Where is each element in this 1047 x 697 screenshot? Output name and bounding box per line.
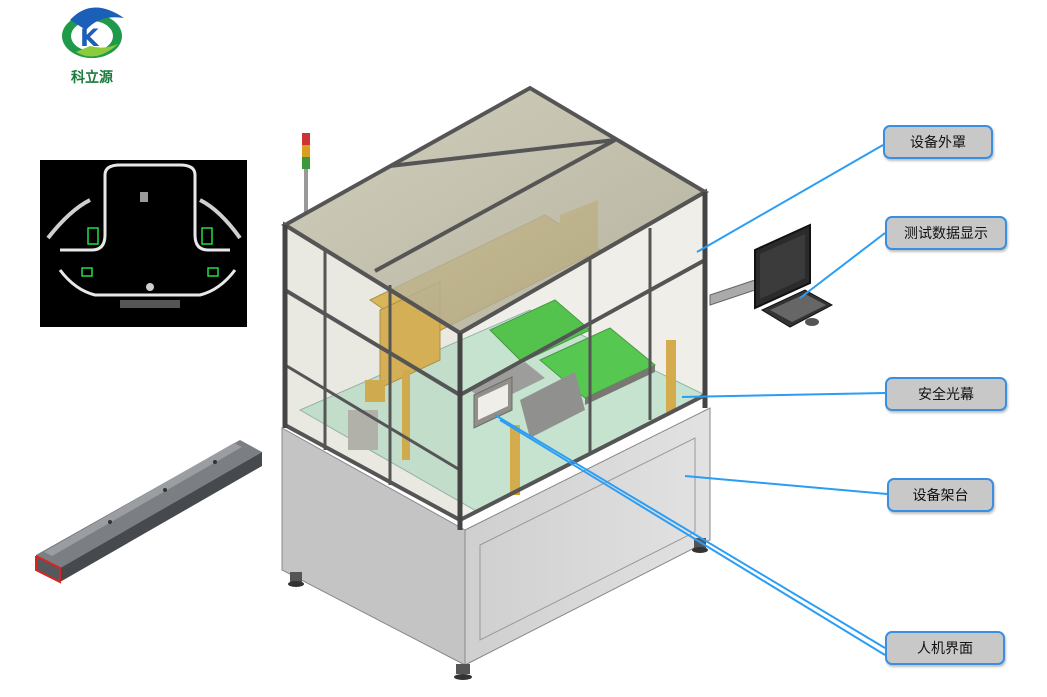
signal-tower-icon [302, 133, 310, 215]
monitor-icon [709, 223, 811, 310]
callout-safety-light-curtain: 安全光幕 [885, 377, 1007, 411]
hmi-panel [473, 376, 513, 429]
callout-equipment-frame: 设备架台 [887, 478, 994, 512]
leader-lines [494, 144, 888, 656]
inspection-image [40, 160, 247, 327]
equipment-frame-base [281, 407, 711, 680]
rail-profile [35, 440, 262, 584]
keyboard-icon [760, 289, 834, 328]
brand-name: 科立源 [71, 70, 113, 86]
callout-hmi: 人机界面 [885, 631, 1005, 665]
equipment-enclosure [281, 85, 709, 530]
logo-icon: K [62, 7, 124, 58]
callout-test-data-display: 测试数据显示 [885, 216, 1007, 250]
callout-enclosure: 设备外罩 [883, 125, 993, 159]
svg-text:K: K [80, 24, 100, 52]
